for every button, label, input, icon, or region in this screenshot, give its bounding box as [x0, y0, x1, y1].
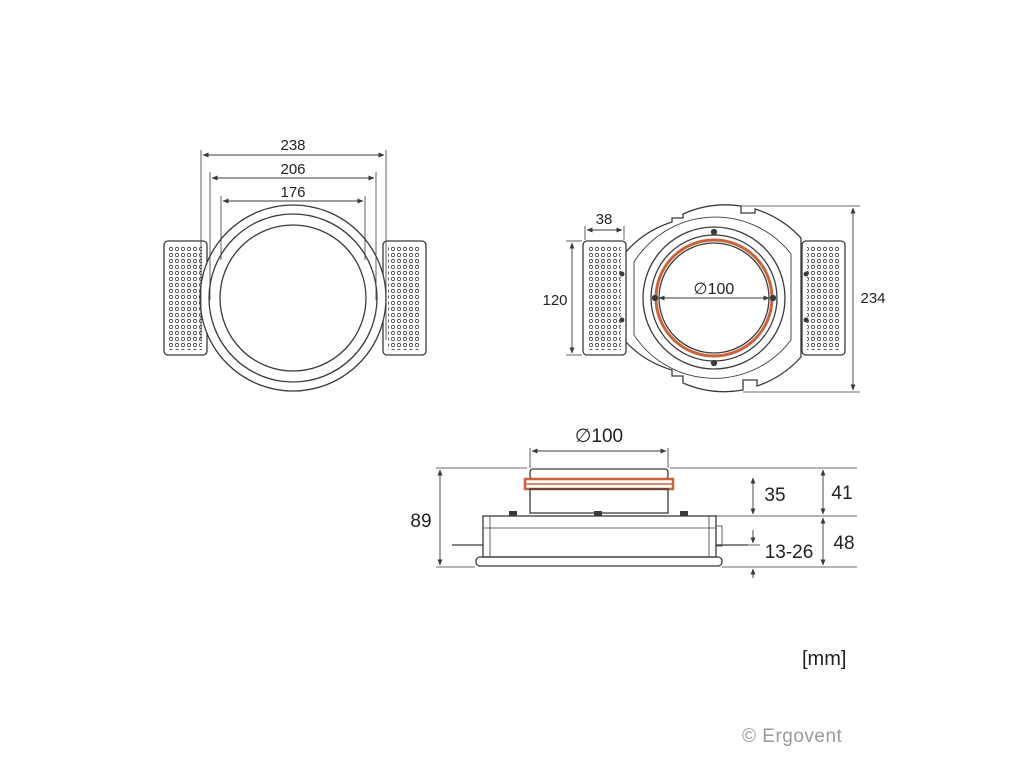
dim-176-label: 176 — [280, 184, 305, 201]
units-label: [mm] — [802, 648, 847, 670]
dim-35-label: 35 — [764, 485, 785, 506]
side-view — [436, 448, 857, 578]
inner-ring — [219, 224, 367, 372]
dim-120-label: 120 — [542, 292, 567, 309]
dim-duct-side-label: ∅100 — [575, 426, 623, 447]
front-view — [163, 150, 427, 392]
top-left-grille — [582, 240, 627, 356]
dim-41-label: 41 — [831, 483, 852, 504]
dim-89-label: 89 — [410, 511, 431, 532]
dim-206-label: 206 — [280, 161, 305, 178]
right-grille — [382, 240, 427, 356]
left-grille — [163, 240, 208, 356]
top-right-grille — [801, 240, 846, 356]
dim-38-label: 38 — [596, 211, 613, 228]
dim-238-label: 238 — [280, 137, 305, 154]
outer-ring — [199, 204, 387, 392]
dim-234-label: 234 — [860, 290, 885, 307]
dim-48-label: 48 — [833, 533, 854, 554]
dim-13-26-label: 13-26 — [765, 542, 814, 563]
dim-duct-top-label: ∅100 — [694, 281, 735, 298]
top-view — [566, 204, 860, 393]
middle-ring — [208, 213, 378, 383]
copyright-label: © Ergovent — [742, 726, 843, 747]
